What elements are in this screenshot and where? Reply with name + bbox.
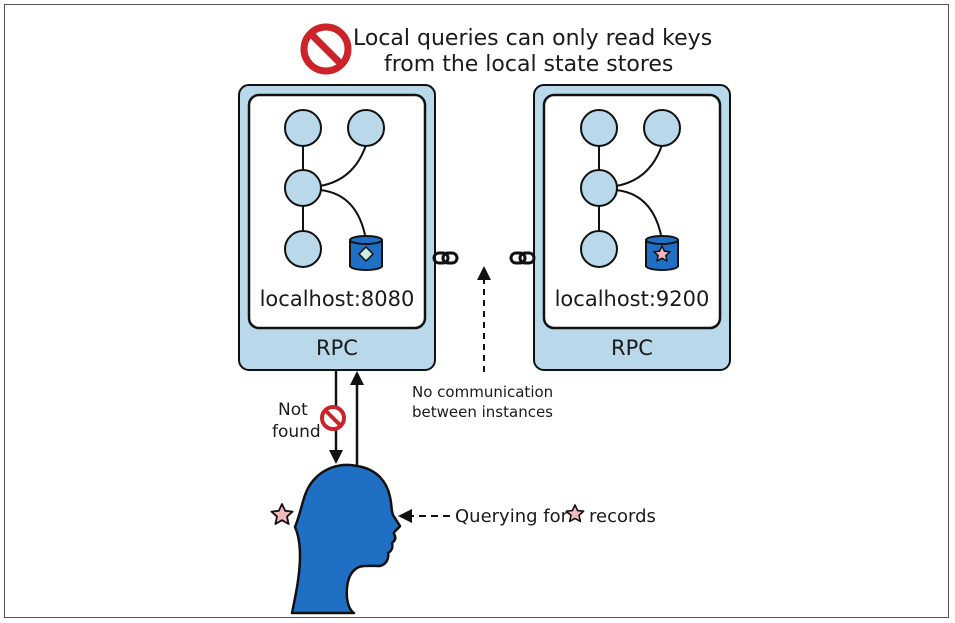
processor-node	[347, 109, 385, 147]
title-line-2: from the local state stores	[384, 52, 673, 77]
no-communication-label-1: No communication	[412, 383, 553, 401]
not-found-prohibited-icon	[320, 405, 346, 431]
rpc-label: RPC	[611, 336, 653, 360]
processor-node	[580, 230, 618, 268]
not-found-label-1: Not	[278, 400, 308, 420]
arrowhead	[350, 371, 364, 385]
processor-node	[284, 109, 322, 147]
diagram-frame	[4, 4, 949, 618]
arrowhead	[329, 450, 343, 464]
chain-link-icon	[432, 251, 459, 265]
instance-9200: localhost:9200 RPC	[533, 84, 731, 371]
rpc-label: RPC	[316, 336, 358, 360]
arrowhead	[477, 266, 491, 280]
diamond-icon	[357, 245, 375, 263]
star-icon	[270, 503, 294, 525]
query-label-prefix: Querying for	[455, 506, 569, 527]
topology-edge	[319, 189, 367, 241]
host-label: localhost:8080	[260, 287, 415, 311]
title-line-1: Local queries can only read keys	[353, 26, 712, 51]
processor-node	[284, 230, 322, 268]
person-head-icon	[290, 463, 402, 615]
processor-node	[284, 169, 322, 207]
not-found-label-2: found	[272, 422, 321, 442]
processor-node	[580, 169, 618, 207]
processor-node	[580, 109, 618, 147]
instance-inner-box	[542, 93, 722, 330]
no-communication-label-2: between instances	[412, 403, 553, 421]
topology-edge	[615, 144, 663, 187]
database-icon	[645, 235, 679, 271]
database-icon	[349, 235, 383, 271]
star-icon	[565, 504, 585, 523]
chain-link-icon	[509, 251, 536, 265]
processor-node	[643, 109, 681, 147]
arrowhead	[398, 509, 412, 523]
instance-inner-box	[247, 93, 427, 330]
instance-8080: localhost:8080 RPC	[238, 84, 436, 371]
query-label-suffix: records	[589, 506, 656, 527]
topology-edge	[319, 144, 367, 187]
star-icon	[653, 245, 671, 262]
topology-edge	[615, 189, 663, 241]
host-label: localhost:9200	[555, 287, 710, 311]
title-prohibited-icon	[300, 23, 352, 75]
